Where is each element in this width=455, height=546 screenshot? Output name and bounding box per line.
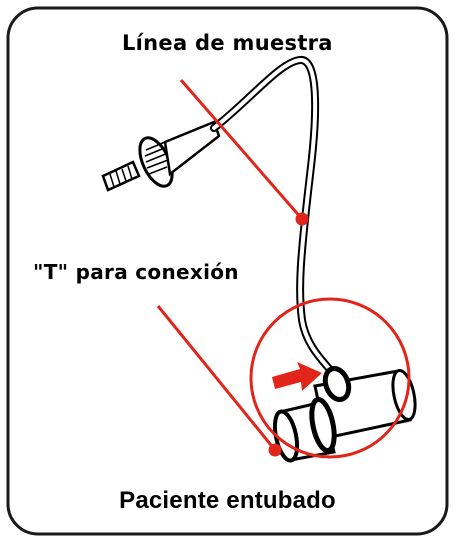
- arrow-icon: [272, 362, 322, 391]
- caption-label: Paciente entubado: [119, 487, 336, 514]
- t-connector-label: "T" para conexión: [33, 260, 239, 284]
- t-adapter-icon: [272, 366, 417, 463]
- leader-dot-t: [268, 443, 282, 457]
- magnifier-circle-icon: [249, 297, 411, 459]
- sample-line-label: Línea de muestra: [122, 31, 333, 55]
- leader-dot-sample: [295, 212, 309, 226]
- leader-line-t: [156, 305, 277, 451]
- luer-connector-icon: [101, 120, 221, 192]
- leader-line-sample: [179, 79, 304, 220]
- sample-tube-icon: [210, 56, 336, 376]
